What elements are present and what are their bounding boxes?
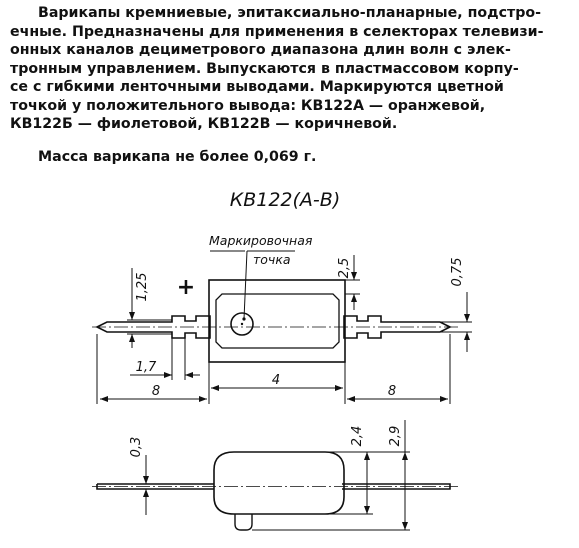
dim-label-2-5: 2,5 bbox=[337, 258, 352, 279]
dim-label-1-7: 1,7 bbox=[136, 360, 157, 375]
description-line: се с гибкими ленточными выводами. Маркир… bbox=[10, 79, 504, 95]
dim-0-3 bbox=[128, 455, 155, 515]
description-line: онных каналов дециметрового диапазона дл… bbox=[10, 42, 511, 58]
dim-1-7 bbox=[130, 338, 200, 380]
dim-label-8-right: 8 bbox=[388, 384, 396, 399]
description-line: точкой у положительного вывода: КВ122А —… bbox=[10, 97, 486, 114]
polarity-plus: + bbox=[177, 275, 195, 300]
dim-2-4 bbox=[325, 451, 373, 515]
dim-label-4: 4 bbox=[272, 373, 280, 388]
dim-label-1-25: 1,25 bbox=[135, 273, 150, 302]
mass-note: Масса варикапа не более 0,069 г. bbox=[38, 149, 317, 165]
side-body bbox=[213, 451, 345, 515]
marking-dot bbox=[230, 312, 254, 336]
description-line: Варикапы кремниевые, эпитаксиально-плана… bbox=[38, 5, 542, 21]
dim-2-9 bbox=[252, 420, 410, 531]
side-view bbox=[96, 451, 451, 531]
dim-1-25 bbox=[127, 268, 172, 348]
marking-label: Маркировочная точка bbox=[209, 233, 313, 321]
description-line: КВ122Б — фиолетовой, КВ122В — коричневой… bbox=[10, 116, 398, 132]
marking-label-line2: точка bbox=[253, 252, 291, 267]
dim-label-2-9: 2,9 bbox=[388, 426, 403, 447]
diode-body-outer bbox=[208, 279, 346, 363]
description-line: ечные. Предназначены для применения в се… bbox=[10, 23, 544, 40]
dim-2-5 bbox=[345, 255, 360, 310]
side-marking-bump bbox=[234, 514, 253, 531]
dim-0-75 bbox=[440, 292, 472, 352]
dim-label-8-left: 8 bbox=[152, 384, 160, 399]
dim-4 bbox=[211, 362, 346, 404]
dim-label-0-3: 0,3 bbox=[129, 437, 144, 458]
dim-label-2-4: 2,4 bbox=[350, 426, 365, 447]
dim-8-left bbox=[96, 334, 210, 404]
drawing-title: КВ122(А-В) bbox=[230, 189, 341, 211]
description-paragraph: Варикапы кремниевые, эпитаксиально-плана… bbox=[10, 4, 572, 134]
description-line: тронным управлением. Выпускаются в пласт… bbox=[10, 60, 519, 77]
dim-label-0-75: 0,75 bbox=[450, 258, 465, 287]
marking-dot-center bbox=[240, 322, 244, 326]
diode-body-inner bbox=[215, 293, 340, 349]
dim-8-right bbox=[347, 334, 451, 404]
marking-label-line1: Маркировочная bbox=[209, 233, 313, 248]
